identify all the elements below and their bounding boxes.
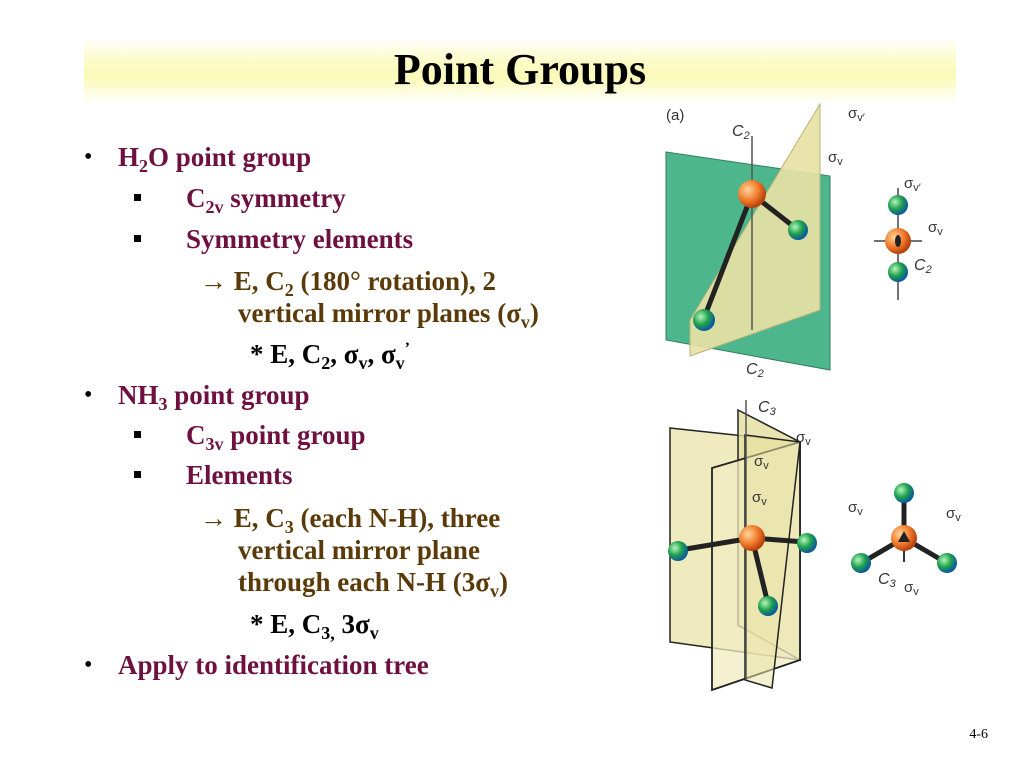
hydrogen-atom [888,262,908,282]
sigma-v-label: σv [752,489,767,508]
nh3-heading: NH3 point group [118,380,310,414]
panel-a-label: (a) [666,107,684,124]
h2o-summary: * E, C2, σv, σv’ [250,339,410,373]
square-bullet-icon [134,431,141,438]
sigma-v-prime-label: σv′ [848,105,865,124]
bond [701,193,755,319]
nh3-symmetry: C3v point group [186,420,366,454]
nh3-arrow-line-3: through each N-H (3σv) [238,567,508,601]
c3-label-small: C3 [878,571,897,590]
hydrogen-atom [894,483,914,503]
hydrogen-atom [797,533,817,553]
hydrogen-atom [851,553,871,573]
h2o-arrow-line-2: vertical mirror planes (σv) [238,298,539,332]
hydrogen-atom [693,309,715,331]
sigma-v-label-small: σv [848,499,863,518]
c3-label: C3 [758,399,777,418]
page-title: Point Groups [393,45,647,94]
arrow-icon: → [200,503,227,533]
apply-line: Apply to identification tree [118,650,429,680]
nh3-summary: * E, C3, 3σv [250,609,379,643]
sigma-v-label: σv [754,453,769,472]
c2-axis-marker [895,235,901,247]
hydrogen-atom [788,220,808,240]
hydrogen-atom [668,541,688,561]
nh3-elements-label: Elements [186,460,293,490]
sigma-v-label-small: σv [904,579,919,598]
bullet-icon: • [84,382,93,408]
sigma-v-label: σv [828,149,843,168]
h2o-elements-label: Symmetry elements [186,224,414,254]
c2-label: C2 [732,123,750,142]
nh3-arrow-line: → E, C3 (each N-H), three [200,503,501,537]
sigma-v-label-small: σv [946,505,961,524]
arrow-icon: → [200,266,227,296]
c3-axis-marker [898,531,910,542]
square-bullet-icon [134,471,141,478]
page-number: 4-6 [969,727,988,742]
oxygen-atom [738,180,766,208]
h2o-heading: H2O point group [118,142,312,176]
square-bullet-icon [134,194,141,201]
sigma-v-label: σv [796,429,811,448]
hydrogen-atom [888,195,908,215]
h2o-arrow-line: → E, C2 (180° rotation), 2 [200,266,497,300]
nh3-arrow-line-2: vertical mirror plane [238,535,480,565]
nitrogen-atom [739,525,765,551]
mirror-plane-tan [689,102,821,357]
bullet-icon: • [84,652,93,678]
square-bullet-icon [134,235,141,242]
c2-label-small: C2 [914,257,932,276]
bullet-icon: • [84,144,93,170]
h2o-symmetry-figure: (a) C2 σv′ σv σv′ σv C2 [665,102,943,371]
h2o-symmetry: C2v symmetry [186,183,346,217]
sigma-v-prime-label-small: σv′ [904,175,921,194]
sigma-v-label-small: σv [928,219,943,238]
hydrogen-atom [937,553,957,573]
c2-label: C2 [746,361,764,380]
hydrogen-atom [758,596,778,616]
nh3-symmetry-figure: C2 C3 σv σv σv σv σv C3 σv [668,361,961,692]
title-bar: Point Groups [84,38,956,104]
mirror-plane [744,434,801,689]
